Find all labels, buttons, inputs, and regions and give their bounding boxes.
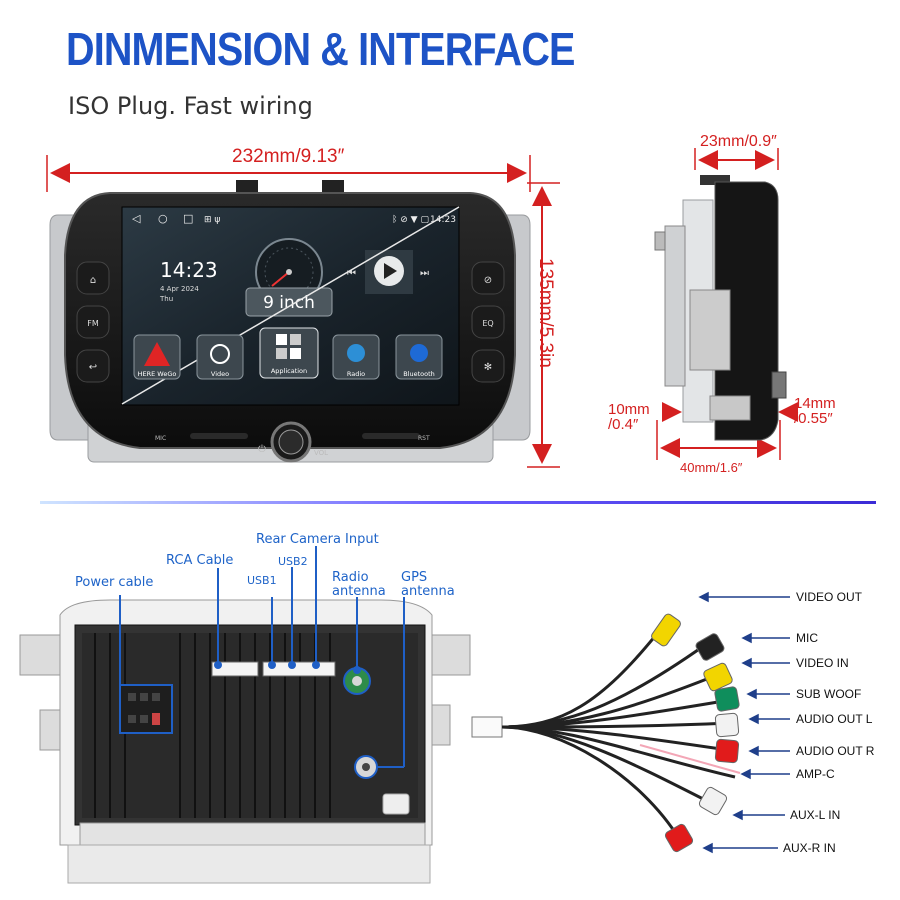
- cable-label-sub-woof: SUB WOOF: [796, 687, 862, 701]
- width-dimension-line: [46, 155, 531, 192]
- size-badge: [245, 287, 333, 317]
- gps-label-2: antenna: [401, 584, 455, 599]
- cable-label-audio-out-l: AUDIO OUT L: [796, 712, 873, 726]
- usb1-label: USB1: [247, 574, 277, 587]
- app-label-here-wego: HERE WeGo: [138, 370, 177, 378]
- cable-label-audio-out-r: AUDIO OUT R: [796, 744, 875, 758]
- front-view-diagram: ⌂ FM ↩ ⊘ EQ ✻ ◁ ○ □ ⊞ ψ ᛒ ⊘ ▼ ▢ 14:23 14…: [46, 148, 798, 468]
- prev-track-icon: ⏮: [347, 268, 356, 279]
- radio-label-2: antenna: [332, 584, 386, 599]
- cable-label-aux-r-in: AUX-R IN: [783, 841, 836, 855]
- rear-leader-lines: [119, 546, 405, 768]
- bottom-depth-label: 40mm/1.6″: [680, 460, 743, 475]
- app-label-radio: Radio: [347, 370, 365, 378]
- left-depth-label: 10mm/0.4″: [608, 402, 650, 432]
- cable-label-amp-c: AMP-C: [796, 767, 835, 781]
- clock-time: 14:23: [160, 258, 218, 282]
- page-subtitle: ISO Plug. Fast wiring: [68, 92, 313, 120]
- app-dock[interactable]: HERE WeGo Video Application Radio Blueto…: [133, 327, 443, 380]
- app-label-video: Video: [211, 370, 229, 378]
- back-nav-icon: ◁: [132, 212, 141, 225]
- power-connector: [119, 684, 173, 734]
- gps-label-1: GPS: [401, 570, 428, 585]
- radio-label-1: Radio: [332, 570, 369, 585]
- clock-date: 4 Apr 2024: [160, 285, 199, 293]
- width-label: 232mm/9.13″: [232, 146, 345, 167]
- bluetooth-icon: [410, 344, 428, 362]
- status-time: 14:23: [430, 215, 456, 225]
- height-dimension-line: [527, 182, 560, 468]
- left-depth-b: /0.4″: [608, 416, 639, 433]
- video-icon: [210, 344, 230, 364]
- side-view-diagram: [654, 148, 798, 460]
- vol-label: VOL: [314, 449, 328, 457]
- depth-top-label: 23mm/0.9″: [700, 133, 777, 150]
- rear-camera-label: Rear Camera Input: [256, 532, 379, 547]
- usb-status-icon: ⊞ ψ: [204, 215, 220, 225]
- rst-label: RST: [418, 435, 430, 442]
- cable-label-video-in: VIDEO IN: [796, 656, 849, 670]
- cable-label-aux-l-in: AUX-L IN: [790, 808, 841, 822]
- rear-view-diagram: [19, 546, 790, 884]
- cable-harness: [471, 591, 790, 854]
- harness-plug: [471, 716, 503, 738]
- back-button-icon: ↩: [89, 362, 97, 373]
- cable-label-video-out: VIDEO OUT: [796, 590, 863, 604]
- home-button-icon: ⌂: [90, 275, 96, 286]
- left-depth-a: 10mm: [608, 401, 650, 418]
- right-depth-b: /0.55″: [794, 410, 833, 427]
- fm-button-label: FM: [87, 319, 99, 328]
- right-depth-label: 14mm/0.55″: [794, 396, 836, 426]
- right-hard-buttons[interactable]: ⊘ EQ ✻: [471, 261, 505, 383]
- application-icon: [276, 334, 287, 345]
- clock-day: Thu: [159, 295, 173, 303]
- cable-label-mic: MIC: [796, 631, 818, 645]
- app-label-application: Application: [271, 367, 307, 375]
- brightness-button-icon: ✻: [484, 362, 492, 373]
- right-depth-a: 14mm: [794, 395, 836, 412]
- rca-cable-label: RCA Cable: [166, 553, 234, 568]
- page-title: DINMENSION & INTERFACE: [66, 23, 575, 75]
- height-label: 135mm/5.3in: [535, 258, 556, 368]
- next-track-icon: ⏭: [420, 268, 429, 279]
- section-divider: [40, 501, 876, 504]
- recent-nav-icon: □: [183, 212, 193, 225]
- rca-connector: [211, 661, 259, 677]
- home-nav-icon: ○: [158, 212, 168, 225]
- mic-label: MIC: [155, 435, 166, 442]
- power-cable-label: Power cable: [75, 575, 154, 590]
- bluetooth-status-icon: ᛒ ⊘ ▼ ▢: [392, 214, 429, 225]
- usb2-label: USB2: [278, 555, 308, 568]
- power-icon: ⏻: [258, 444, 266, 455]
- nav-button-icon: ⊘: [484, 275, 492, 286]
- eq-button-label: EQ: [482, 319, 493, 328]
- radio-icon: [347, 344, 365, 362]
- here-wego-icon: [144, 342, 170, 366]
- left-hard-buttons[interactable]: ⌂ FM ↩: [76, 261, 110, 383]
- app-label-bluetooth: Bluetooth: [403, 370, 435, 378]
